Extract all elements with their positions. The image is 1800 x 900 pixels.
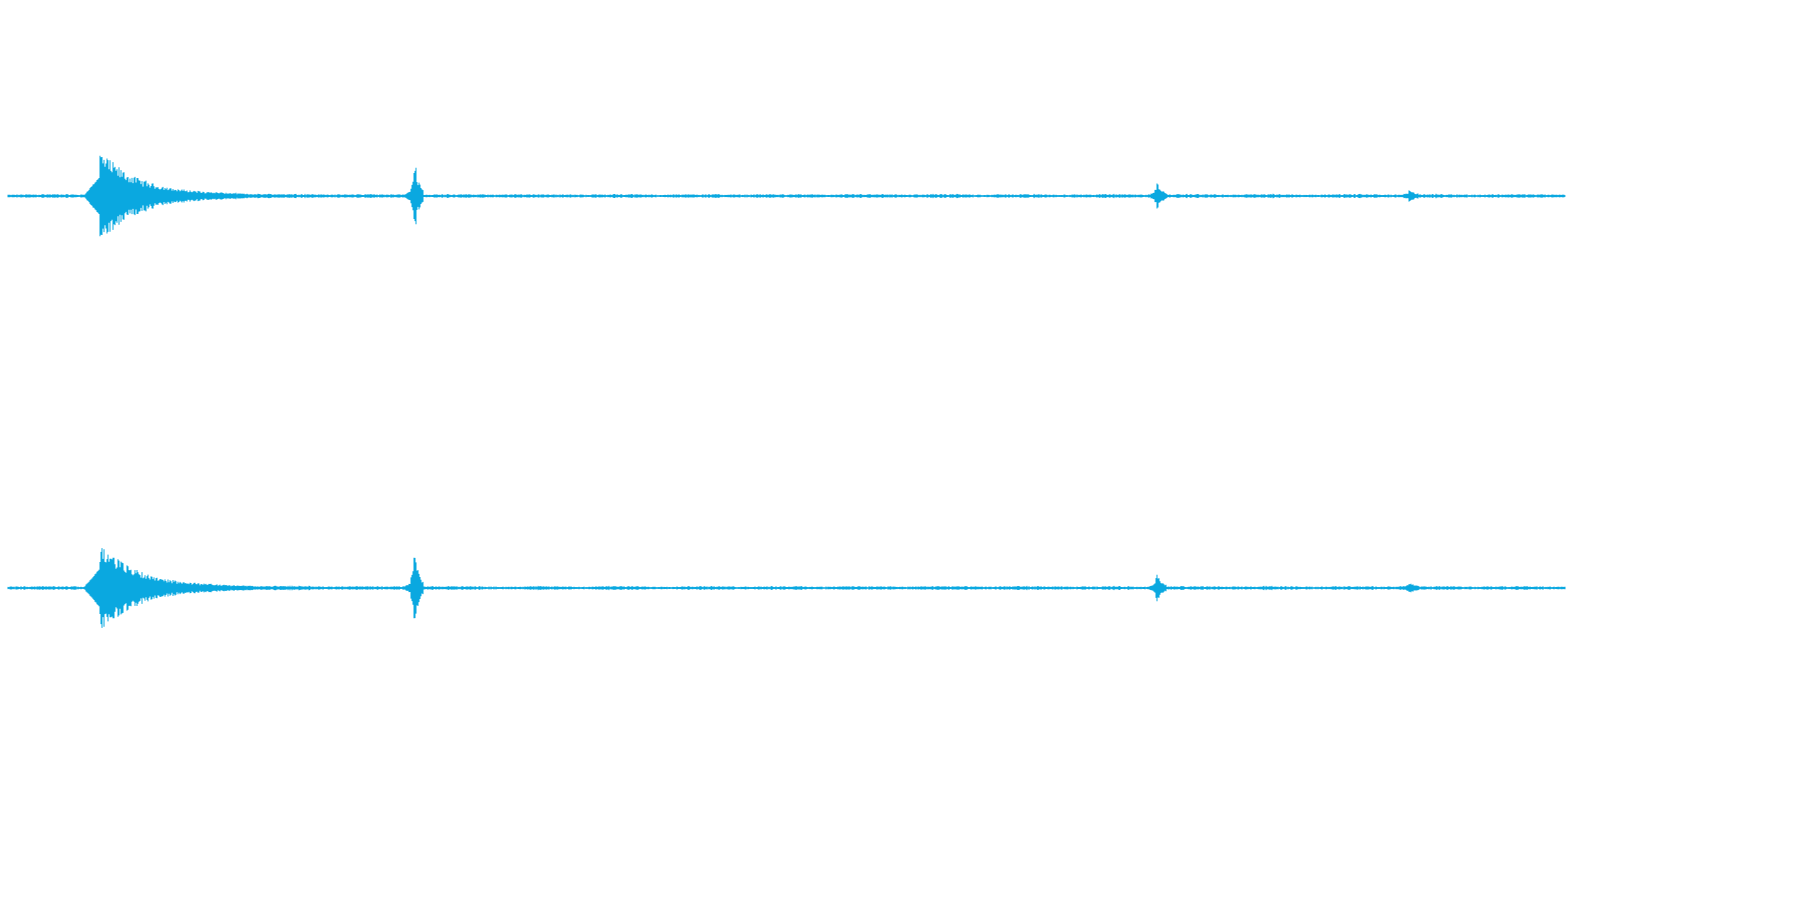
waveform-envelope <box>7 548 1566 628</box>
waveform-channel-1 <box>7 155 1566 237</box>
waveform-channel-2 <box>7 548 1566 628</box>
waveform-envelope <box>7 155 1566 237</box>
